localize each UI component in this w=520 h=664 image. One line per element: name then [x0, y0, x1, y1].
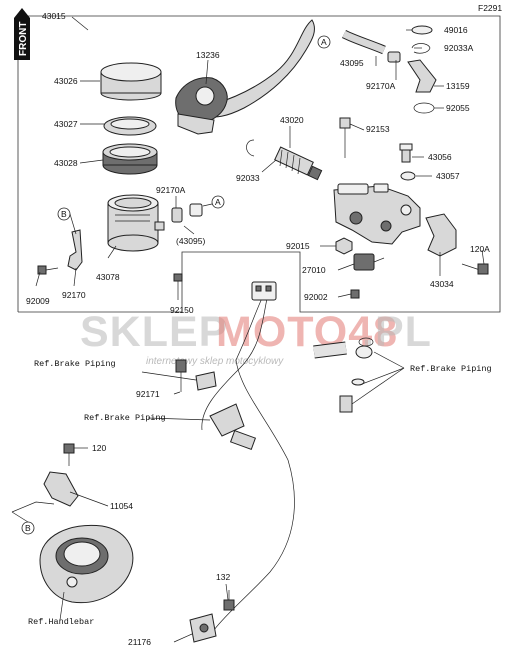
svg-text:B: B: [25, 523, 31, 533]
o-ring-92055: [413, 102, 435, 114]
label-92055: 92055: [446, 103, 470, 113]
reservoir-tank-43078: [107, 194, 165, 252]
label-92033a: 92033A: [444, 43, 474, 53]
hose-fitting-13159: [407, 59, 437, 93]
label-43034: 43034: [430, 279, 454, 289]
ref-brake-piping-1: Ref.Brake Piping: [34, 359, 116, 369]
svg-text:FRONT: FRONT: [18, 22, 29, 56]
cap-49016: [411, 25, 433, 35]
bracket-92170: [67, 229, 83, 271]
label-92171: 92171: [136, 389, 160, 399]
bolt-92009: [37, 265, 59, 275]
label-43078: 43078: [96, 272, 120, 282]
svg-text:B: B: [61, 209, 67, 219]
circlip-92033a: [411, 43, 431, 54]
ref-brake-piping-3: Ref.Brake Piping: [84, 413, 166, 423]
label-92170a-mid: 92170A: [156, 185, 186, 195]
label-21176: 21176: [128, 637, 151, 647]
label-43027: 43027: [54, 119, 78, 129]
label-13159: 13159: [446, 81, 470, 91]
label-43015: 43015: [42, 11, 66, 21]
hose-43095: [341, 29, 386, 55]
callout-a-mid: A: [202, 195, 225, 209]
label-43028: 43028: [54, 158, 78, 168]
label-120a: 120A: [470, 244, 490, 254]
label-43095-top: 43095: [340, 58, 364, 68]
label-120: 120: [92, 443, 106, 453]
diagram-code: F2291: [478, 3, 502, 13]
label-43020: 43020: [280, 115, 304, 125]
label-43056: 43056: [428, 152, 452, 162]
callout-b-bottom: B: [11, 511, 35, 535]
diaphragm-plate-43027: [103, 116, 157, 136]
svg-text:SKLEP: SKLEP: [80, 308, 228, 356]
ref-brake-piping-2: Ref.Brake Piping: [410, 364, 492, 374]
label-92009: 92009: [26, 296, 50, 306]
label-43057: 43057: [436, 171, 460, 181]
label-92153: 92153: [366, 124, 390, 134]
label-43095-mid: (43095): [176, 236, 205, 246]
ref-handlebar: Ref.Handlebar: [28, 617, 94, 627]
bolt-120a: [461, 263, 489, 275]
svg-text:A: A: [321, 37, 327, 47]
label-13236: 13236: [196, 50, 220, 60]
label-92170a-top: 92170A: [366, 81, 396, 91]
handlebar-switch: [39, 524, 134, 604]
label-132: 132: [216, 572, 230, 582]
bleeder-43056: [399, 143, 413, 163]
brake-switch-27010: [353, 253, 385, 271]
clip-92170a: [171, 203, 203, 223]
label-27010: 27010: [302, 265, 326, 275]
front-badge: FRONT: [14, 8, 30, 60]
label-11054: 11054: [110, 501, 133, 511]
screw-92150: [173, 273, 183, 292]
piston-kit-43020: [246, 139, 323, 181]
callout-a-top: A: [317, 35, 331, 49]
label-43026: 43026: [54, 76, 78, 86]
cap-43057: [400, 171, 416, 181]
label-92150: 92150: [170, 305, 194, 315]
screw-120: [63, 443, 75, 466]
assembly-frame: [17, 15, 501, 313]
brake-lever-13236: [175, 19, 315, 135]
diaphragm-43028: [102, 143, 158, 175]
svg-text:internetowy sklep motocyklowy: internetowy sklep motocyklowy: [146, 356, 284, 367]
bracket-11054: [11, 471, 79, 513]
connector-21176: [189, 613, 217, 643]
watermark: SKLEP MOTO48 .PL internetowy sklep motoc…: [80, 308, 432, 367]
sensor-132: [223, 590, 235, 611]
callout-b-top: B: [57, 207, 77, 235]
label-92015: 92015: [286, 241, 310, 251]
master-cylinder-body: [333, 117, 421, 245]
label-92002: 92002: [304, 292, 328, 302]
leader-lines: [35, 16, 485, 643]
nut-92015: [335, 237, 353, 255]
label-92170: 92170: [62, 290, 86, 300]
svg-text:.PL: .PL: [362, 308, 432, 356]
label-49016: 49016: [444, 25, 468, 35]
cable-harness: [201, 281, 295, 631]
reservoir-cap-43026: [100, 62, 162, 101]
label-92033: 92033: [236, 173, 260, 183]
screw-92002: [350, 289, 360, 299]
clamp-43034: [425, 213, 457, 257]
clip-92170a-top: [387, 51, 401, 63]
front-switch-92171: [175, 359, 257, 451]
svg-text:A: A: [215, 197, 221, 207]
hose-assembly: [313, 337, 374, 413]
